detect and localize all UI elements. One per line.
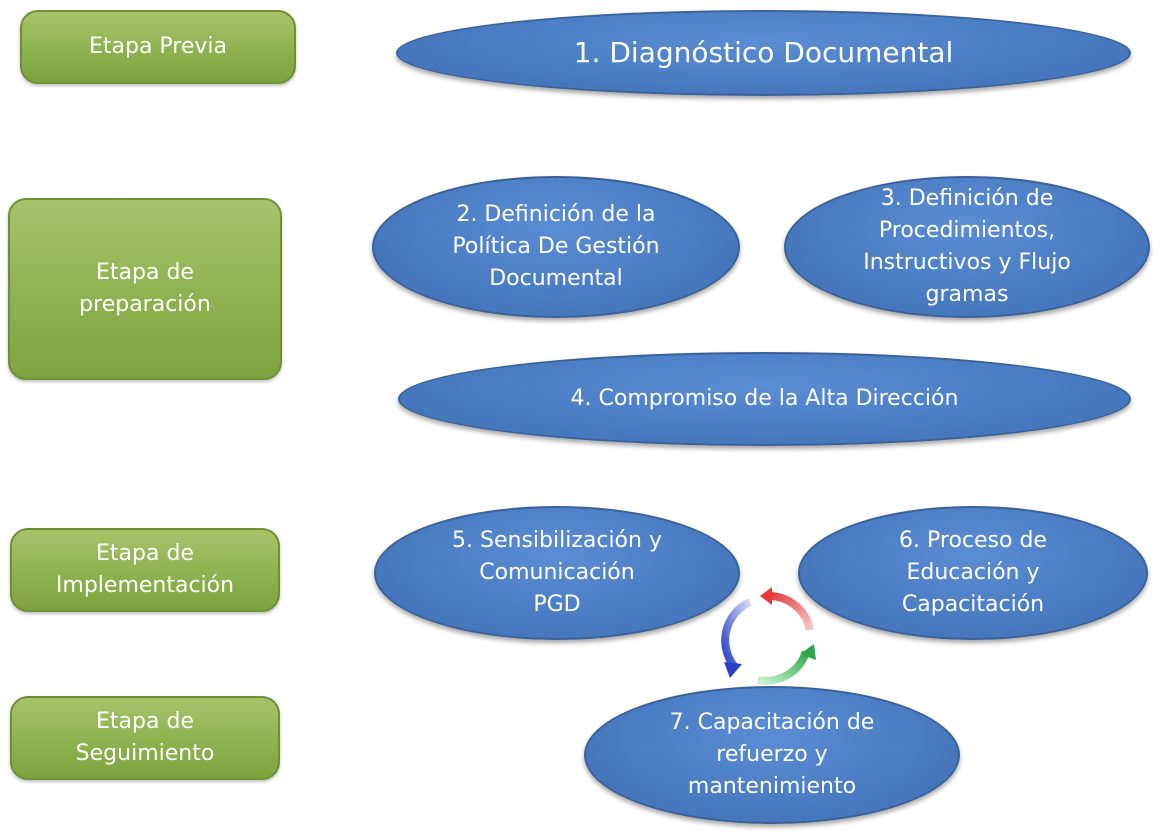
step-4-compromiso: 4. Compromiso de la Alta Dirección (398, 352, 1131, 446)
cycle-arrowhead-blue (724, 662, 742, 678)
cycle-arrows-icon (721, 587, 816, 685)
stage-label: Etapa de Implementación (55, 541, 235, 598)
step-label: 1. Diagnóstico Documental (573, 35, 954, 69)
cycle-arrowhead-green (800, 644, 816, 660)
step-label: 7. Capacitación de refuerzo y mantenimie… (669, 710, 875, 799)
stage-label: Etapa de Seguimiento (75, 709, 215, 766)
stage-etapa-preparacion: Etapa de preparación (8, 198, 282, 380)
step-6-educacion: 6. Proceso de Educación y Capacitación (798, 506, 1148, 640)
stage-label: Etapa Previa (88, 34, 228, 60)
step-7-capacitacion: 7. Capacitación de refuerzo y mantenimie… (584, 686, 960, 824)
cycle-arrow-blue (721, 598, 752, 669)
cycle-arrowhead-red (760, 587, 772, 605)
step-label: 6. Proceso de Educación y Capacitación (899, 528, 1047, 617)
cycle-arrow-red (767, 591, 814, 631)
step-5-sensibilizacion: 5. Sensibilización y Comunicación PGD (374, 506, 740, 640)
step-2-politica: 2. Definición de la Política De Gestión … (372, 176, 740, 318)
stage-etapa-previa: Etapa Previa (20, 10, 296, 84)
cycle-arrow-green (757, 650, 810, 685)
step-label: 3. Definición de Procedimientos, Instruc… (863, 186, 1071, 307)
step-label: 5. Sensibilización y Comunicación PGD (452, 528, 662, 617)
stage-etapa-seguimiento: Etapa de Seguimiento (10, 696, 280, 780)
step-label: 4. Compromiso de la Alta Dirección (570, 386, 959, 412)
stage-label: Etapa de preparación (79, 260, 211, 317)
step-1-diagnostico: 1. Diagnóstico Documental (396, 10, 1131, 96)
stage-etapa-implementacion: Etapa de Implementación (10, 528, 280, 612)
step-3-procedimientos: 3. Definición de Procedimientos, Instruc… (784, 176, 1150, 318)
step-label: 2. Definición de la Política De Gestión … (452, 202, 660, 291)
